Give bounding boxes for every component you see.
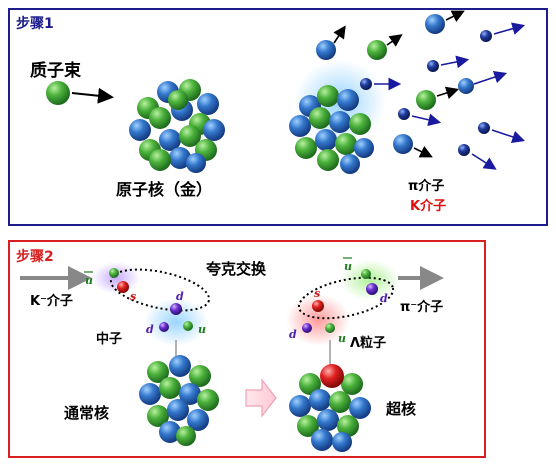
step1-title: 步骤1 [16, 16, 54, 32]
quark-d2-right [302, 323, 312, 333]
quark-u-right [325, 323, 335, 333]
quark-exchange-label: 夸克交换 [206, 260, 267, 278]
quark-label-u-right: u [338, 332, 346, 345]
exchange-ellipse-left [109, 268, 211, 312]
step2-panel [8, 240, 486, 458]
transition-arrow [245, 378, 277, 418]
quark-anti-u-left [109, 268, 119, 278]
nucleus-label: 原子核（金） [116, 180, 213, 199]
quark-label-anti-u-right: u [344, 260, 352, 273]
pion-particles [316, 10, 474, 158]
lambda-glow [286, 294, 350, 346]
beam-arrow [71, 87, 114, 104]
step1-panel [8, 8, 548, 226]
quark-label-anti-u-left: u [85, 274, 93, 287]
kaon-particles [360, 22, 526, 170]
quark-label-s-right: s [314, 287, 320, 300]
quark-s-left [117, 281, 129, 293]
ordinary-nucleus [139, 355, 219, 446]
pion-glow [340, 260, 400, 300]
quark-label-u-left: u [198, 323, 206, 336]
quark-label-d-right: d [380, 292, 388, 305]
quark-anti-u-right [361, 269, 371, 279]
quark-d2-left [159, 322, 169, 332]
quark-d-right [366, 283, 378, 295]
quark-label-d1-left: d [176, 290, 184, 303]
hypernucleus [289, 364, 371, 452]
exchange-ellipse-right [297, 276, 395, 320]
quark-u-left [183, 321, 193, 331]
proton-beam-proton [46, 81, 70, 105]
quark-label-d2-right: d [289, 328, 297, 341]
step2-title: 步骤2 [16, 249, 54, 265]
pion-label: π介子 [408, 179, 445, 194]
ordinary-nucleus-label: 通常核 [64, 404, 110, 422]
proton-beam-label: 质子束 [30, 61, 81, 81]
quark-d1-left [170, 303, 182, 315]
lambda-particle [320, 364, 344, 388]
quark-label-d2-left: d [146, 323, 154, 336]
kaon-minus-label: K⁻介子 [30, 294, 73, 309]
gold-nucleus [129, 79, 225, 173]
quark-s-right [312, 300, 324, 312]
kaon-label: K介子 [410, 199, 447, 214]
hypernucleus-label: 超核 [386, 400, 417, 418]
quark-label-s-left: s [130, 290, 136, 303]
neutron-label: 中子 [96, 332, 123, 347]
pion-minus-label: π⁻介子 [400, 300, 444, 315]
collision-nucleus [289, 85, 374, 174]
lambda-label: Λ粒子 [350, 336, 387, 351]
